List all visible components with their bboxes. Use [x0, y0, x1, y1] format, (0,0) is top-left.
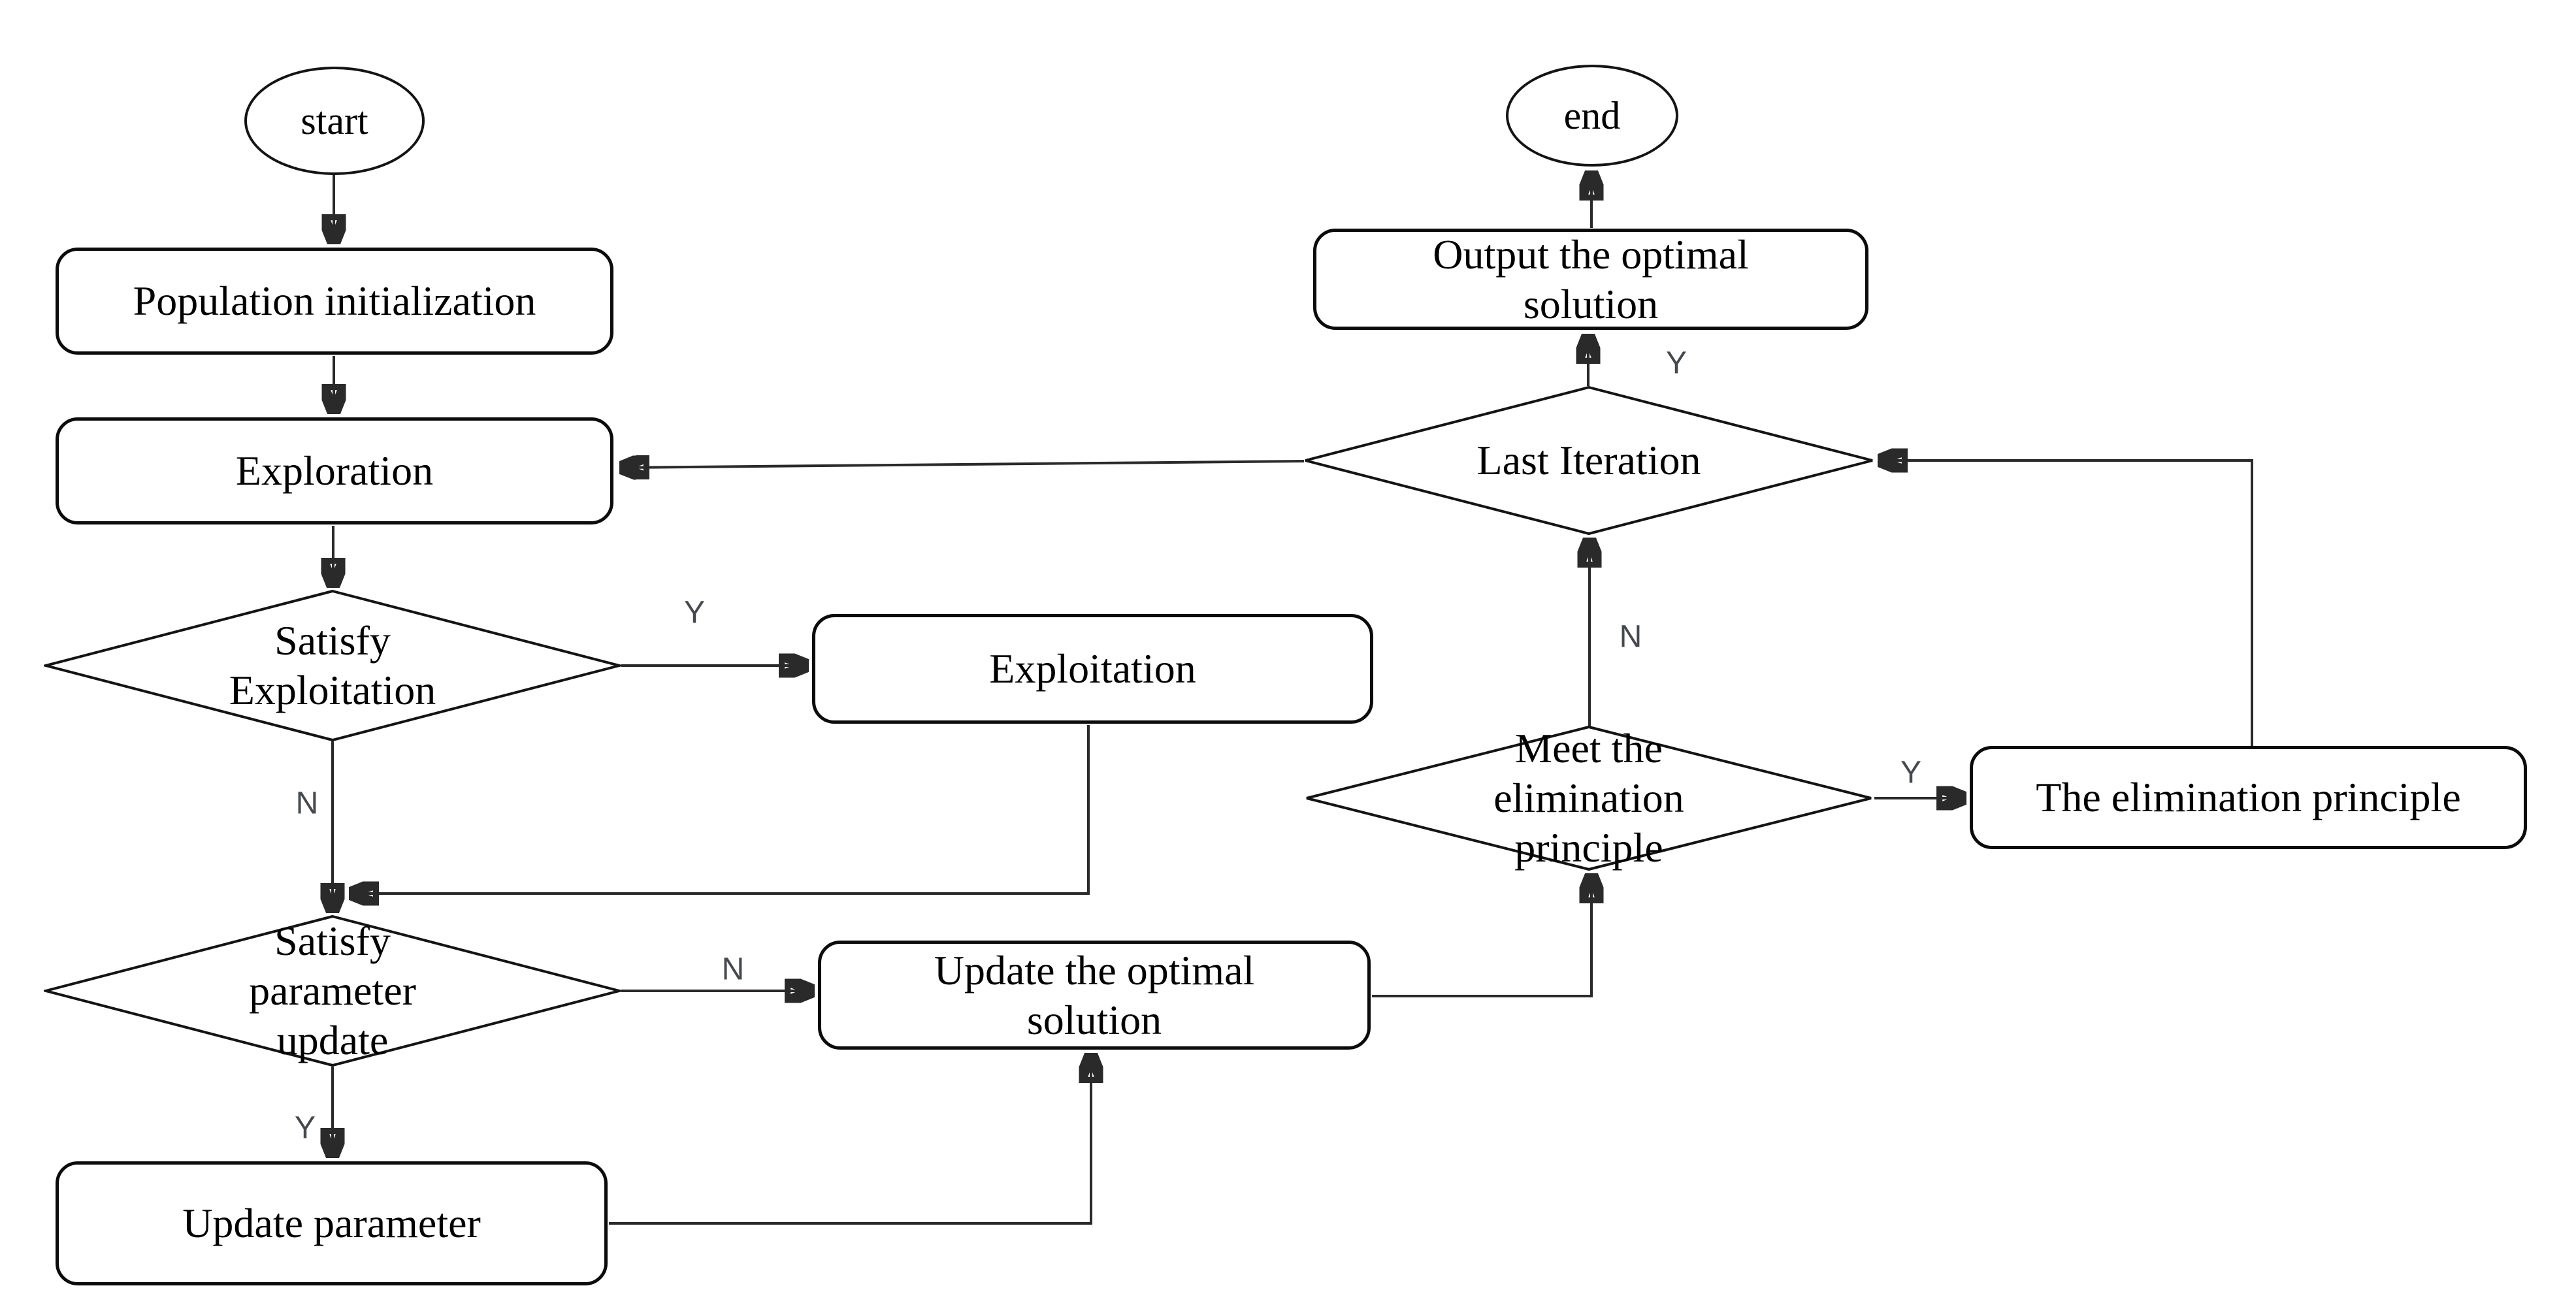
node-exploitation: Exploitation	[812, 614, 1373, 724]
node-update-optimal-solution-label: Update the optimal solution	[934, 946, 1255, 1043]
node-output-optimal-solution-label: Output the optimal solution	[1433, 231, 1749, 327]
node-elimination-principle-label: The elimination principle	[2036, 774, 2461, 820]
node-satisfy-exploitation-label: Satisfy Exploitation	[229, 617, 436, 713]
node-end-label: end	[1563, 94, 1621, 137]
branch-label-satisfy-parameter-no: N	[721, 952, 745, 987]
edge-elimination-principle-to-last-iteration	[1878, 460, 2253, 746]
branch-label-satisfy-exploitation-yes: Y	[683, 595, 706, 630]
node-elimination-principle: The elimination principle	[1970, 746, 2527, 849]
diamond-shape	[44, 914, 621, 1067]
node-end: end	[1506, 65, 1678, 167]
node-meet-elimination-principle: Meet the elimination principle	[1305, 725, 1873, 871]
node-start-label: start	[301, 99, 368, 142]
branch-label-meet-elimination-no: N	[1619, 619, 1642, 654]
edge-exploitation-return	[349, 725, 1090, 894]
node-satisfy-parameter-update-label: Satisfy parameter update	[249, 918, 416, 1063]
node-exploration-label: Exploration	[235, 447, 434, 494]
branch-label-last-iteration-yes: Y	[1665, 346, 1687, 381]
node-start: start	[244, 67, 425, 175]
diamond-shape	[1306, 725, 1872, 871]
node-exploitation-label: Exploitation	[989, 645, 1196, 692]
node-last-iteration: Last Iteration	[1303, 385, 1874, 536]
node-satisfy-exploitation: Satisfy Exploitation	[44, 589, 621, 742]
node-exploration: Exploration	[56, 417, 613, 524]
node-update-optimal-solution: Update the optimal solution	[818, 941, 1371, 1050]
edge-last-iteration-no-to-exploration	[619, 461, 1305, 468]
branch-label-meet-elimination-yes: Y	[1900, 755, 1922, 790]
branch-label-satisfy-parameter-yes: Y	[294, 1110, 316, 1146]
node-population-initialization: Population initialization	[56, 248, 613, 355]
diamond-shape	[1305, 385, 1873, 536]
node-output-optimal-solution: Output the optimal solution	[1313, 229, 1868, 330]
diamond-shape	[44, 589, 621, 742]
node-population-initialization-label: Population initialization	[133, 278, 536, 324]
branch-label-satisfy-exploitation-no: N	[295, 786, 319, 821]
edge-update-parameter-to-update-optimal	[609, 1053, 1091, 1225]
node-update-parameter: Update parameter	[56, 1161, 608, 1285]
node-last-iteration-label: Last Iteration	[1476, 437, 1701, 483]
node-satisfy-parameter-update: Satisfy parameter update	[44, 914, 621, 1067]
node-update-parameter-label: Update parameter	[182, 1200, 481, 1246]
node-meet-elimination-principle-label: Meet the elimination principle	[1493, 725, 1684, 871]
edge-update-optimal-to-meet-elimination	[1372, 873, 1591, 997]
